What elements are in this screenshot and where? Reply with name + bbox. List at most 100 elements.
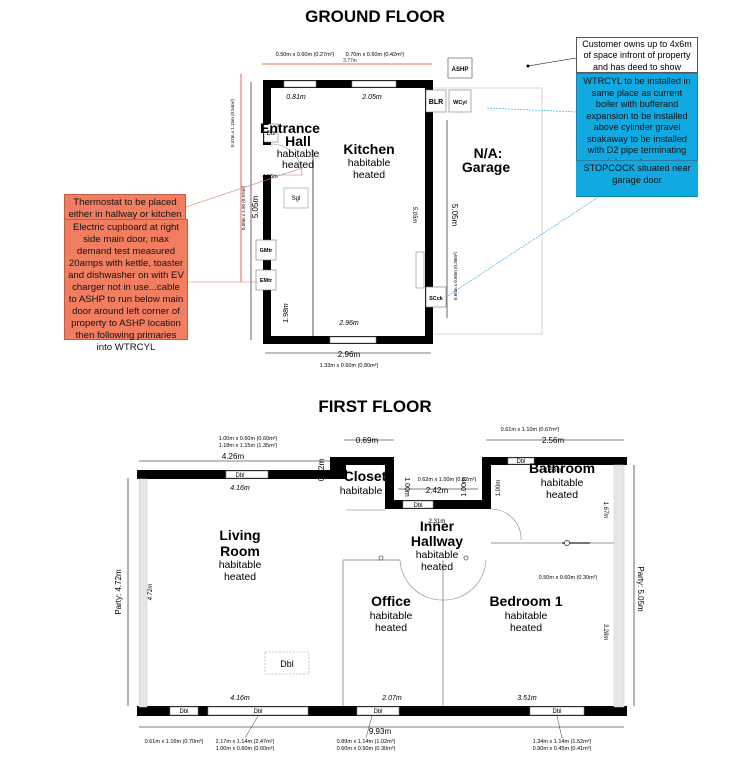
connector-customer	[527, 57, 577, 67]
office-sub-1: habitable	[370, 610, 413, 622]
ff-dim-closet-h1: 1.00m	[403, 477, 410, 497]
bathroom-sub-1: habitable	[541, 477, 584, 489]
ff-dim-bath-right: 1.67m	[602, 502, 608, 519]
gf-wall-right	[425, 80, 433, 344]
bedroom1-name: Bedroom 1	[489, 593, 562, 609]
dim-scck-window: 0.60m x 0.60m (0.36m²)	[453, 251, 458, 300]
ground-floor-title: GROUND FLOOR	[305, 7, 445, 26]
inner-hallway-sub-1: habitable	[416, 549, 459, 561]
ashp-unit	[447, 57, 473, 79]
ff-dim-hall-top: 2.42m	[426, 486, 449, 495]
gf-dbl-label: Dbl	[266, 131, 275, 137]
ff-dim-top-left-inner: 4.16m	[230, 485, 250, 492]
ff-dim-closet-h2: 1.00m	[461, 477, 468, 497]
wcyl-label: WCyl	[453, 100, 467, 106]
ff-window-bottom-3-label: Dbl	[373, 709, 382, 715]
ff-dim-bath-inner: 1.58m	[545, 468, 562, 474]
ff-fixture-office	[378, 555, 384, 561]
ff-window-bottom-4	[529, 706, 585, 716]
ff-window-closet-label: Dbl	[413, 503, 422, 509]
ff-wall-closet-right	[385, 457, 394, 507]
entrance-hall-name-1: Entrance	[260, 120, 320, 136]
scck-label: SCck	[429, 296, 444, 302]
ff-dim-bw3b: 0.60m x 0.50m (0.30m²)	[337, 746, 396, 752]
ff-window-bath-label: Dbl	[516, 459, 525, 465]
ff-door-bedroom	[442, 559, 487, 601]
ff-leader-bw3	[365, 715, 373, 739]
dim-hall-lower: 1.98m	[283, 303, 290, 323]
ff-window-bottom-1	[169, 706, 199, 716]
ff-leader-bw4	[556, 715, 563, 739]
dim-bottom-inner: 2.96m	[338, 320, 359, 327]
dim-hall-small: 4.36m	[262, 174, 278, 180]
ff-window-bottom-2	[207, 706, 309, 716]
ff-dim-bed-window: 0.50m x 0.60m (0.30m²)	[539, 575, 598, 581]
ff-leader-bw2	[244, 715, 259, 739]
ff-dim-bath-width: 2.56m	[542, 436, 565, 445]
sgl-box	[283, 187, 309, 209]
ff-dim-closet-width: 0.69m	[356, 436, 379, 445]
entrance-hall-name-2: Hall	[285, 133, 311, 149]
ff-dim-bw2a: 2.17m x 1.14m (2.47m²)	[216, 739, 275, 745]
garage-name-1: N/A:	[474, 145, 503, 161]
living-room-sub-1: habitable	[219, 559, 262, 571]
entrance-hall-sub-1: habitable	[277, 148, 320, 160]
ff-window-living-top-label: Dbl	[235, 473, 244, 479]
gf-dbl-box	[263, 123, 279, 143]
emtr-label: EMtr	[260, 278, 273, 284]
gf-wall-left	[263, 80, 271, 344]
ff-window-bath	[507, 457, 535, 465]
ff-fixture-bedroom	[463, 555, 469, 561]
gf-window-2	[351, 80, 397, 88]
connector-stopcock	[445, 195, 601, 298]
ff-party-left: Party: 4.72m	[114, 569, 123, 615]
note-thermostat: Thermostat to be placed either in hallwa…	[64, 194, 186, 220]
gf-window-bottom	[329, 336, 377, 344]
ff-bed-window-dot	[564, 540, 570, 546]
connector-thermostat	[185, 167, 303, 208]
kitchen-sub-1: habitable	[348, 157, 391, 169]
ff-dim-top-left-window: 1.00m x 0.60m (0.60m²)	[219, 436, 278, 442]
ff-dim-bottom-overall: 9.93m	[369, 727, 392, 736]
kitchen-name: Kitchen	[343, 141, 394, 157]
office-name: Office	[371, 593, 411, 609]
gf-entrance-door	[270, 143, 303, 176]
ff-dim-bw3a: 0.89m x 1.14m (1.02m²)	[337, 739, 396, 745]
ff-party-right: Party: 5.05m	[636, 566, 645, 612]
bathroom-sub-2: heated	[546, 489, 578, 501]
living-room-name-1: Living	[219, 527, 260, 543]
dim-garage-height: 5.05m	[450, 204, 459, 227]
inner-hallway-name-2: Hallway	[411, 533, 463, 549]
dim-vert-window-b: 0.50m x 1.90 (0.97m²)	[241, 185, 246, 230]
note-stopcock: STOPCOCK situated near garage door	[576, 160, 698, 196]
ff-party-wall-right	[613, 464, 625, 708]
ff-dim-closet-window: 0.62m x 1.00m (0.62m²)	[418, 477, 477, 483]
closet-sub-1: habitable	[340, 485, 383, 497]
note-electric-cupboard: Electric cupboard at right side main doo…	[64, 219, 188, 353]
gf-door-left-gap	[263, 145, 271, 175]
ff-dim-bw1: 0.61m x 1.16m (0.70m²)	[145, 739, 204, 745]
ashp-label: ASHP	[452, 67, 469, 73]
ff-dim-living-inner-h: 4.72m	[148, 584, 154, 601]
entrance-hall-sub-2: heated	[282, 159, 314, 171]
ff-dim-bed-right-h: 3.28m	[602, 624, 608, 641]
dim-vert-window-a: 0.47m x 1.15m (0.54m²)	[230, 98, 235, 147]
ff-dim-wall-032: 0.32m	[317, 459, 326, 482]
ff-dim-top-left-overall: 4.26m	[222, 452, 245, 461]
dim-window2-size: 0.70m x 0.60m (0.42m²)	[346, 52, 405, 58]
ff-wall-bath-top	[482, 457, 627, 465]
ff-dim-bottom-bed: 3.51m	[517, 695, 537, 702]
first-floor-title: FIRST FLOOR	[318, 397, 431, 416]
ff-living-dbl-box	[264, 651, 310, 675]
gmtr-label: GMtr	[260, 248, 274, 254]
sgl-label: Sgl	[292, 196, 301, 202]
dim-window1-len: 0.81m	[286, 94, 306, 101]
ff-window-closet	[402, 500, 434, 509]
office-sub-2: heated	[375, 622, 407, 634]
inner-hallway-name-1: Inner	[420, 518, 455, 534]
dim-bottom-window: 1.33m x 0.60m (0.80m²)	[320, 363, 379, 369]
wcyl-box	[448, 89, 472, 113]
bathroom-name: Bathroom	[529, 460, 595, 476]
inner-hallway-sub-2: heated	[421, 561, 453, 573]
kitchen-sub-2: heated	[353, 169, 385, 181]
